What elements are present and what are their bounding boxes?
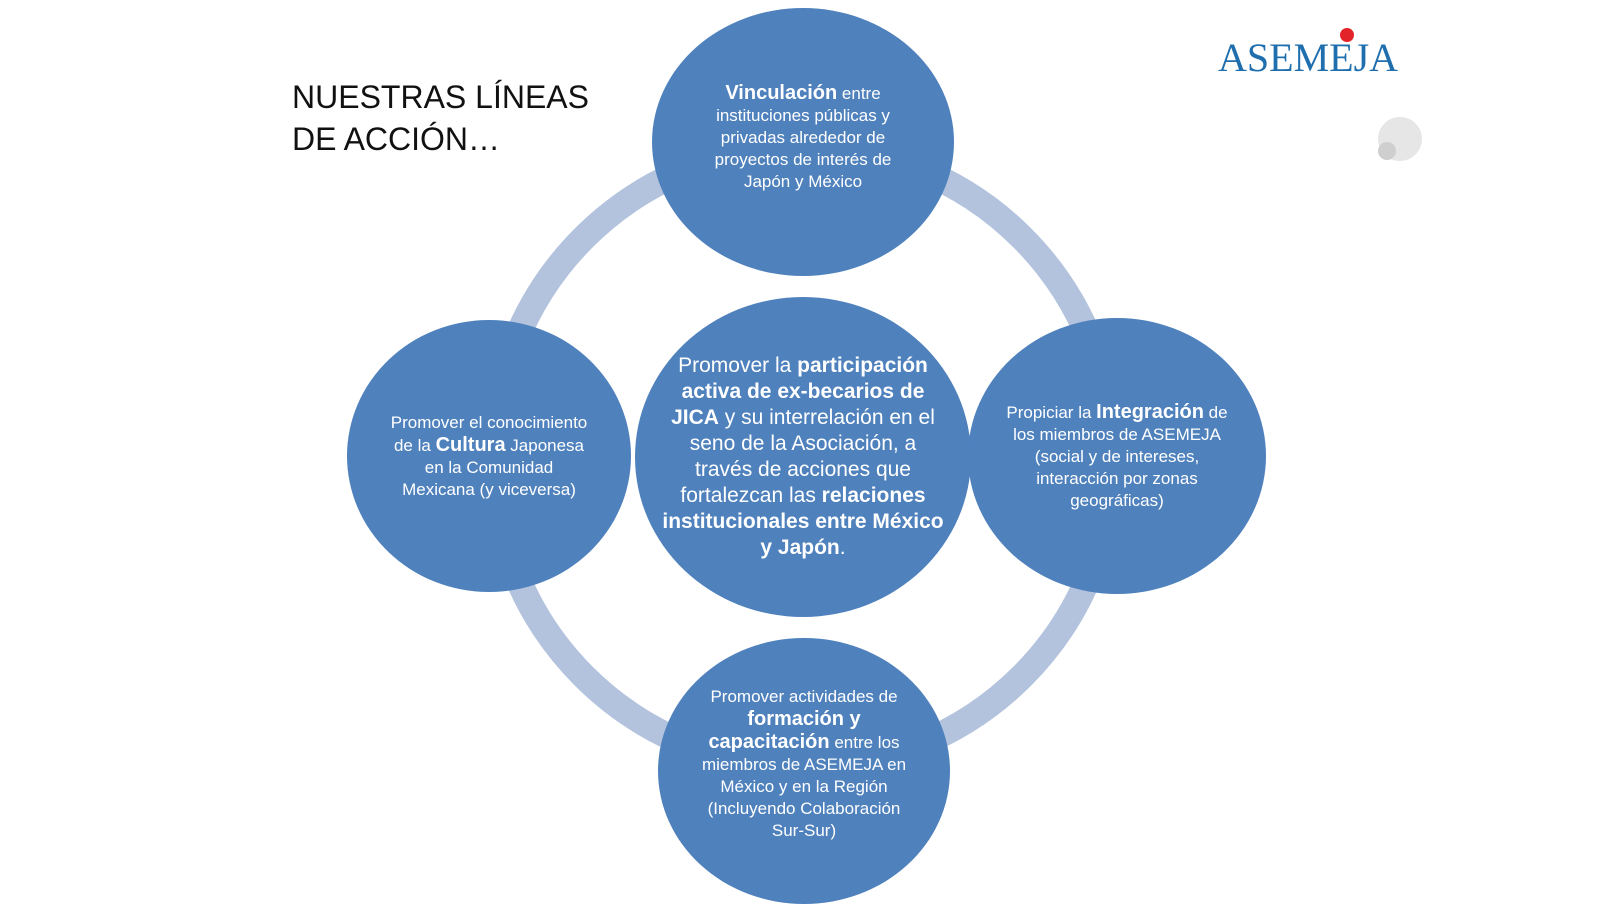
bold-text-segment: formación y capacitación	[708, 708, 861, 753]
text-segment: Propiciar la	[1006, 402, 1097, 422]
node-cultura: Promover el conocimiento de la Cultura J…	[347, 320, 631, 592]
bold-text-segment: Vinculación	[725, 81, 838, 104]
node-formacion: Promover actividades de formación y capa…	[658, 638, 950, 904]
text-segment: Promover el conocimiento de la	[390, 412, 588, 455]
node-cultura-text: Promover el conocimiento de la Cultura J…	[387, 412, 591, 501]
node-vinculacion: Vinculación entre instituciones públicas…	[652, 8, 954, 276]
text-segment: .	[839, 536, 846, 559]
text-segment: Promover la	[678, 354, 798, 377]
text-segment: Japonesa en la Comunidad Mexicana (y vic…	[402, 435, 585, 499]
bold-text-segment: Integración	[1096, 400, 1204, 423]
text-segment: y su interrelación en el seno de la Asoc…	[680, 406, 935, 507]
node-central-objetivo: Promover la participación activa de ex-b…	[635, 297, 971, 617]
slide-title: NUESTRAS LÍNEAS DE ACCIÓN…	[292, 79, 589, 157]
logo-red-dot	[1340, 28, 1354, 42]
bold-text-segment: participación activa de ex-becarios de J…	[671, 354, 928, 429]
text-segment: Promover actividades de	[710, 687, 898, 706]
node-central-text: Promover la participación activa de ex-b…	[661, 353, 945, 561]
bold-text-segment: relaciones institucionales entre México …	[662, 484, 944, 559]
decorative-circle-inner	[1378, 142, 1396, 160]
bold-text-segment: Cultura	[435, 433, 506, 456]
text-segment: de los miembros de ASEMEJA (social y de …	[1013, 402, 1228, 510]
text-segment: entre instituciones públicas y privadas …	[714, 83, 892, 191]
node-vinculacion-text: Vinculación entre instituciones públicas…	[702, 82, 904, 193]
node-integracion: Propiciar la Integración de los miembros…	[968, 318, 1266, 594]
text-segment: entre los miembros de ASEMEJA en México …	[701, 733, 907, 840]
node-formacion-text: Promover actividades de formación y capa…	[694, 686, 914, 842]
node-integracion-text: Propiciar la Integración de los miembros…	[1000, 401, 1234, 512]
asemeja-logo: ASEMEJA	[1218, 35, 1399, 80]
